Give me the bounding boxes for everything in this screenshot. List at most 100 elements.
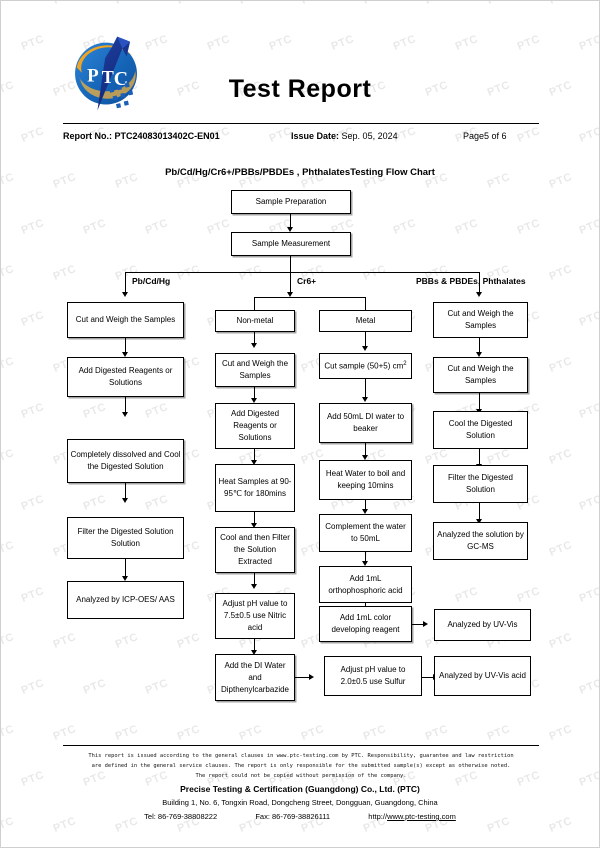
- branch-label-pbbs: PBBs & PBDEs, Phthalates: [416, 276, 526, 286]
- svg-text:P: P: [87, 65, 99, 86]
- footer-divider: [63, 745, 539, 746]
- disclaimer-line-2: are defined in the general service claus…: [91, 763, 511, 769]
- issue-date-label: Issue Date:: [291, 131, 340, 141]
- connector: [125, 483, 126, 499]
- node-mt-5: Add 1mL orthophosphoric acid: [319, 566, 412, 603]
- report-meta: Report No.: PTC24083013402C-EN01 Issue D…: [63, 131, 539, 145]
- node-pb-4: Filter the Digested Solution Solution: [67, 517, 184, 559]
- footer-website[interactable]: www.ptc-testing.com: [387, 812, 456, 821]
- connector: [412, 624, 424, 625]
- header-divider: [63, 123, 539, 124]
- arrow-down-icon: [251, 650, 257, 655]
- node-pb2-5: Analyzed the solution by GC-MS: [433, 522, 528, 560]
- connector: [365, 443, 366, 456]
- disclaimer-line-1: This report is issued according to the g…: [88, 753, 514, 759]
- arrow-down-icon: [476, 352, 482, 357]
- connector: [365, 500, 366, 510]
- connector: [479, 338, 480, 353]
- connector: [254, 573, 255, 586]
- report-no: Report No.: PTC24083013402C-EN01: [63, 131, 220, 141]
- page-number: Page5 of 6: [463, 131, 507, 141]
- node-pb-2: Add Digested Reagents or Solutions: [67, 357, 184, 397]
- arrow-down-icon: [122, 352, 128, 357]
- arrow-down-icon: [251, 460, 257, 465]
- connector: [254, 639, 255, 652]
- arrow-down-icon: [122, 576, 128, 581]
- connector: [365, 332, 366, 347]
- connector: [254, 512, 255, 525]
- connector: [365, 379, 366, 398]
- cr6-split-bus: [254, 297, 366, 298]
- footer-company: Precise Testing & Certification (Guangdo…: [180, 784, 420, 794]
- node-mt-2: Add 50mL DI water to beaker: [319, 403, 412, 443]
- arrow-right-icon: [423, 621, 428, 627]
- connector: [290, 272, 291, 293]
- arrow-down-icon: [251, 523, 257, 528]
- connector: [125, 338, 126, 353]
- footer-contact: Tel: 86-769-38808222 Fax: 86-769-3882611…: [1, 812, 599, 821]
- arrow-down-icon: [362, 509, 368, 514]
- footer-tel: Tel: 86-769-38808222: [144, 812, 218, 821]
- node-pb-3: Completely dissolved and Cool the Digest…: [67, 439, 184, 483]
- arrow-down-icon: [362, 346, 368, 351]
- connector: [125, 559, 126, 577]
- connector: [290, 256, 291, 273]
- distribution-bus: [125, 272, 479, 273]
- node-mt-1: Cut sample (50+5) cm2: [319, 353, 412, 379]
- node-nm-1: Cut and Weigh the Samples: [215, 353, 295, 387]
- issue-date-value: Sep. 05, 2024: [341, 131, 398, 141]
- node-pb-5: Analyzed by ICP-OES/ AAS: [67, 581, 184, 619]
- arrow-down-icon: [362, 455, 368, 460]
- connector: [125, 272, 126, 293]
- connector: [295, 677, 310, 678]
- node-nm-3: Heat Samples at 90-95℃ for 180mins: [215, 464, 295, 512]
- arrow-down-icon: [122, 292, 128, 297]
- connector: [479, 449, 480, 465]
- connector: [290, 214, 291, 228]
- node-res-uvvis-1: Analyzed by UV-Vis: [434, 609, 531, 641]
- arrow-down-icon: [251, 398, 257, 403]
- node-pb2-3: Cool the Digested Solution: [433, 411, 528, 449]
- footer-fax: Fax: 86-769-38826111: [255, 812, 331, 821]
- connector: [254, 297, 255, 310]
- arrow-down-icon: [122, 412, 128, 417]
- disclaimer-line-3: The report could not be copied without p…: [195, 773, 407, 779]
- node-nm-4: Cool and then Filter the Solution Extrac…: [215, 527, 295, 573]
- arrow-down-icon: [362, 397, 368, 402]
- connector: [422, 677, 434, 678]
- connector: [254, 332, 255, 344]
- node-sample-preparation: Sample Preparation: [231, 190, 351, 214]
- svg-text:T: T: [102, 67, 114, 87]
- connector: [125, 397, 126, 413]
- svg-text:C: C: [114, 68, 128, 90]
- arrow-down-icon: [287, 227, 293, 232]
- footer-web-prefix: http://: [368, 812, 388, 821]
- connector: [365, 552, 366, 562]
- branch-label-pb-cd-hg: Pb/Cd/Hg: [132, 276, 171, 286]
- page-title: Test Report: [228, 75, 372, 103]
- node-mt-7: Adjust pH value to 2.0±0.5 use Sulfur: [324, 656, 422, 696]
- node-sample-measurement: Sample Measurement: [231, 232, 351, 256]
- node-res-uvvis-2: Analyzed by UV-Vis acid: [434, 656, 531, 696]
- arrow-down-icon: [287, 292, 293, 297]
- node-nm-0: Non-metal: [215, 310, 295, 332]
- arrow-right-icon: [309, 674, 314, 680]
- branch-label-cr6: Cr6+: [297, 276, 317, 286]
- footer-disclaimer: This report is issued according to the g…: [79, 751, 523, 781]
- arrow-down-icon: [362, 561, 368, 566]
- node-nm-2: Add Digested Reagents or Solutions: [215, 403, 295, 449]
- node-mt-0: Metal: [319, 310, 412, 332]
- footer-address: Building 1, No. 6, Tongxin Road, Dongche…: [162, 798, 438, 807]
- arrow-down-icon: [476, 292, 482, 297]
- report-no-value: PTC24083013402C-EN01: [114, 131, 220, 141]
- node-pb2-1: Cut and Weigh the Samples: [433, 302, 528, 338]
- arrow-down-icon: [251, 343, 257, 348]
- connector: [254, 387, 255, 399]
- report-no-label: Report No.:: [63, 131, 112, 141]
- connector: [479, 272, 480, 293]
- node-pb-1: Cut and Weigh the Samples: [67, 302, 184, 338]
- node-nm-5: Adjust pH value to 7.5±0.5 use Nitric ac…: [215, 593, 295, 639]
- flow-chart-title: Pb/Cd/Hg/Cr6+/PBBs/PBDEs , PhthalatesTes…: [165, 167, 435, 178]
- issue-date: Issue Date: Sep. 05, 2024: [291, 131, 398, 141]
